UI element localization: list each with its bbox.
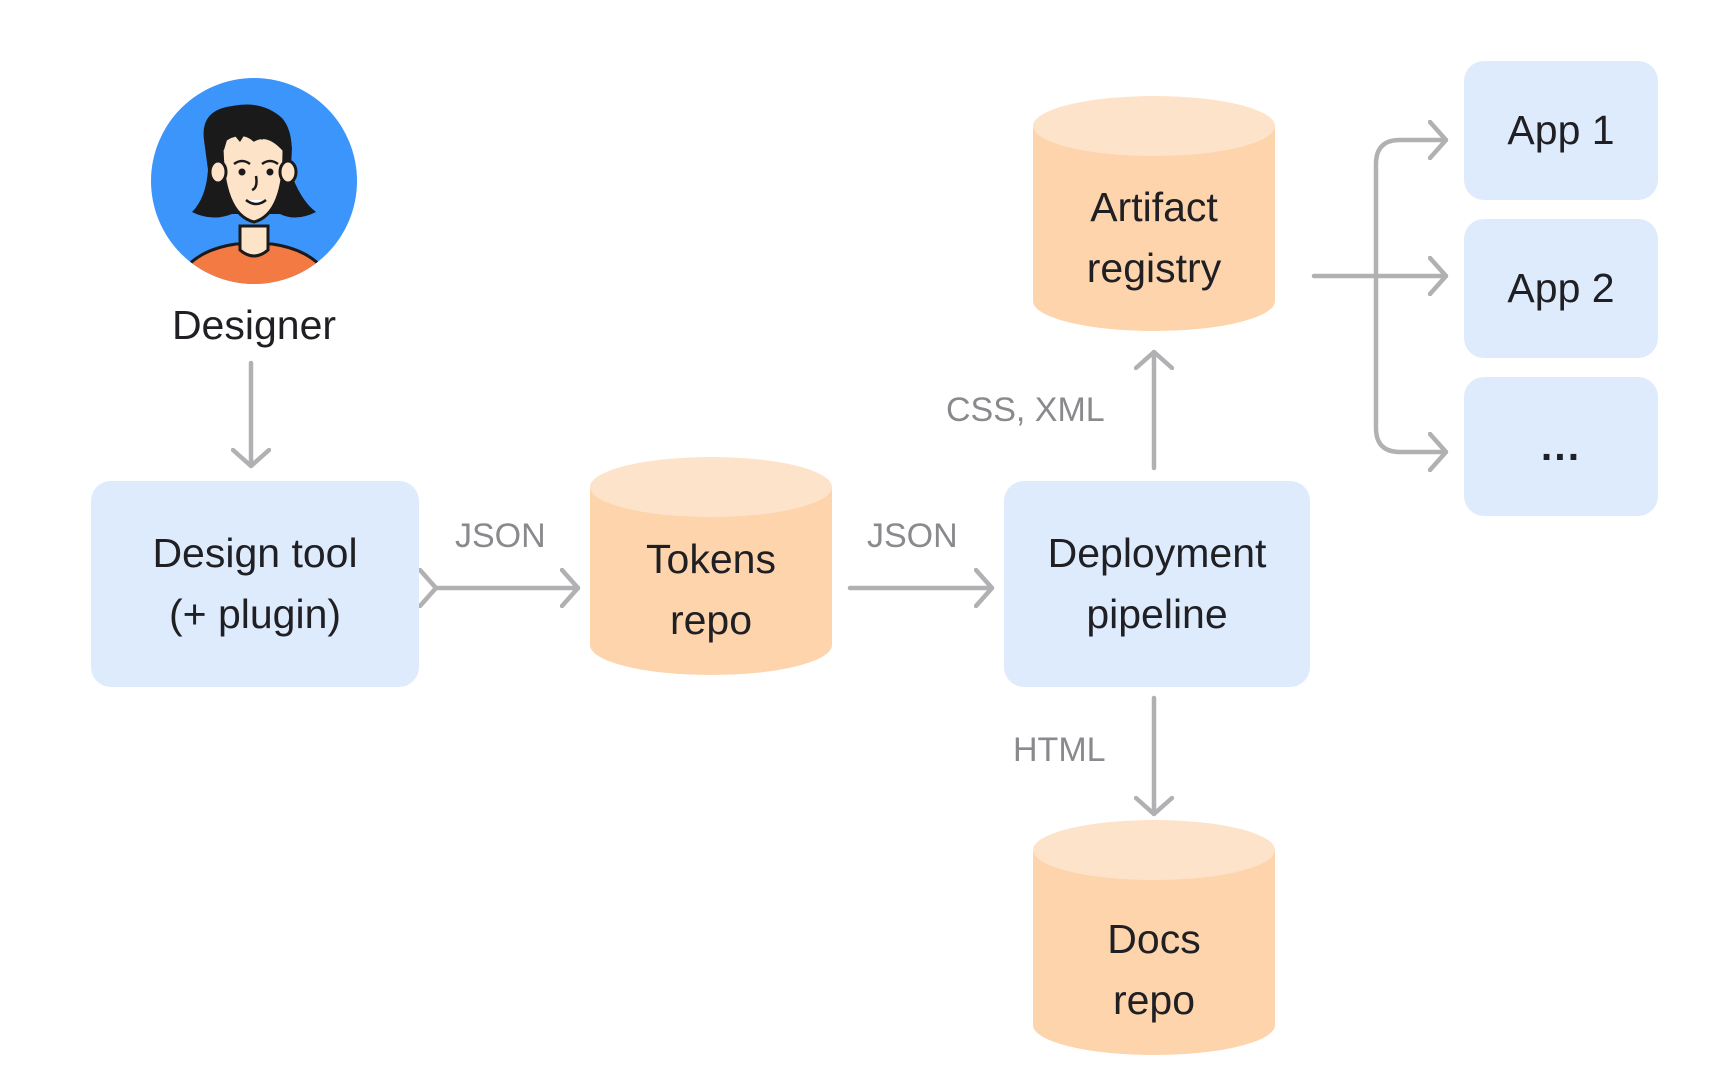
docs-repo-cylinder <box>1033 820 1275 1055</box>
edge-label-pipeline-artifact: CSS, XML <box>946 391 1105 429</box>
deployment-pipeline-label-line1: Deployment <box>1047 530 1267 576</box>
design-tool-label-line2: (+ plugin) <box>168 591 342 637</box>
deployment-pipeline-label-line2: pipeline <box>1086 591 1228 637</box>
app-1-label: App 1 <box>1507 107 1615 153</box>
edge-label-pipeline-docs: HTML <box>1013 731 1106 769</box>
designer-label: Designer <box>171 302 337 348</box>
artifact-registry-label-line1: Artifact <box>1090 184 1218 230</box>
arrow-registry-to-app-more <box>1373 273 1449 452</box>
docs-repo-label: Docs repo <box>1033 900 1275 1040</box>
artifact-registry-cylinder <box>1033 96 1275 331</box>
artifact-registry-label-line2: registry <box>1086 245 1222 291</box>
docs-repo-label-line2: repo <box>1112 977 1196 1023</box>
design-tool-node: Design tool (+ plugin) <box>91 481 419 687</box>
edge-label-tokens-pipeline: JSON <box>867 517 958 555</box>
app-2-label: App 2 <box>1507 265 1615 311</box>
tokens-repo-label-line1: Tokens <box>646 536 776 582</box>
tokens-repo-label: Tokens repo <box>590 520 832 660</box>
app-more-label: ... <box>1540 423 1582 469</box>
docs-repo-label-line1: Docs <box>1107 916 1201 962</box>
design-tool-label-line1: Design tool <box>152 530 358 576</box>
arrow-registry-to-app-1 <box>1373 140 1449 279</box>
app-1-node: App 1 <box>1464 61 1658 200</box>
edge-label-design-tool-tokens: JSON <box>455 517 546 555</box>
designer-avatar-icon <box>151 78 357 284</box>
tokens-repo-cylinder <box>590 457 832 675</box>
artifact-registry-label: Artifact registry <box>1033 168 1275 308</box>
app-2-node: App 2 <box>1464 219 1658 358</box>
app-more-node: ... <box>1464 377 1658 516</box>
deployment-pipeline-node: Deployment pipeline <box>1004 481 1310 687</box>
tokens-repo-label-line2: repo <box>669 597 753 643</box>
